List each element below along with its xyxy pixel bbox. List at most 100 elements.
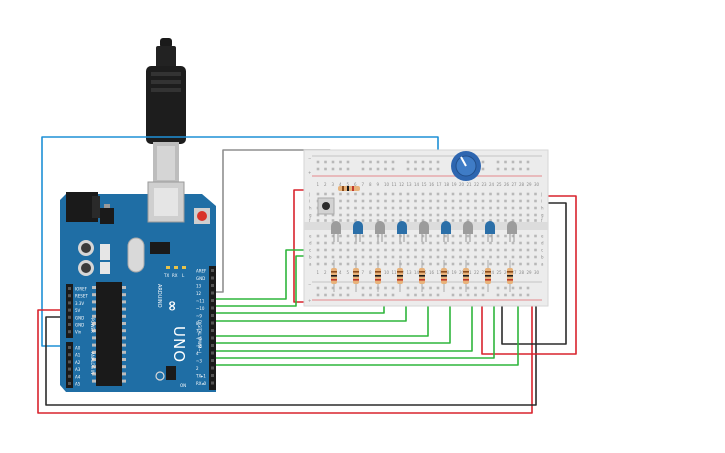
breadboard-hole[interactable] — [496, 219, 500, 222]
breadboard-hole[interactable] — [354, 255, 357, 259]
rail-hole[interactable] — [369, 293, 372, 297]
breadboard-hole[interactable] — [474, 234, 477, 238]
breadboard-hole[interactable] — [436, 248, 440, 252]
breadboard-hole[interactable] — [361, 219, 365, 222]
breadboard-hole[interactable] — [489, 262, 492, 266]
breadboard-hole[interactable] — [466, 241, 470, 245]
digital-pin[interactable] — [211, 374, 214, 377]
breadboard-hole[interactable] — [339, 248, 342, 252]
breadboard-hole[interactable] — [406, 241, 410, 245]
breadboard-hole[interactable] — [526, 248, 530, 252]
breadboard-hole[interactable] — [466, 199, 470, 203]
breadboard-hole[interactable] — [414, 206, 417, 210]
breadboard-hole[interactable] — [466, 213, 470, 217]
breadboard-hole[interactable] — [361, 192, 365, 196]
breadboard-hole[interactable] — [436, 241, 440, 245]
breadboard-hole[interactable] — [519, 206, 522, 210]
breadboard-hole[interactable] — [459, 219, 462, 222]
breadboard-hole[interactable] — [384, 248, 387, 252]
rail-hole[interactable] — [346, 160, 350, 164]
rail-hole[interactable] — [339, 293, 342, 297]
breadboard-hole[interactable] — [354, 241, 357, 245]
wire-green-2[interactable] — [213, 292, 519, 366]
breadboard-hole[interactable] — [534, 248, 537, 252]
breadboard-hole[interactable] — [384, 262, 387, 266]
breadboard-hole[interactable] — [474, 241, 477, 245]
rail-hole[interactable] — [406, 286, 410, 290]
rail-hole[interactable] — [504, 160, 507, 164]
rail-hole[interactable] — [376, 167, 380, 171]
breadboard-hole[interactable] — [331, 241, 335, 245]
breadboard-hole[interactable] — [346, 192, 350, 196]
breadboard-hole[interactable] — [474, 219, 477, 222]
wire-green-3[interactable] — [213, 292, 495, 359]
breadboard-hole[interactable] — [451, 199, 455, 203]
rail-hole[interactable] — [466, 293, 470, 297]
rail-hole[interactable] — [436, 160, 440, 164]
breadboard-hole[interactable] — [496, 199, 500, 203]
breadboard-hole[interactable] — [534, 199, 537, 203]
rail-hole[interactable] — [429, 160, 432, 164]
breadboard-hole[interactable] — [474, 192, 477, 196]
breadboard-hole[interactable] — [481, 241, 485, 245]
breadboard-hole[interactable] — [399, 255, 402, 259]
breadboard-hole[interactable] — [519, 255, 522, 259]
breadboard-hole[interactable] — [429, 206, 432, 210]
rail-hole[interactable] — [369, 286, 372, 290]
rail-hole[interactable] — [429, 167, 432, 171]
breadboard-hole[interactable] — [421, 192, 425, 196]
rail-hole[interactable] — [376, 160, 380, 164]
breadboard-hole[interactable] — [436, 262, 440, 266]
breadboard-hole[interactable] — [481, 248, 485, 252]
breadboard-hole[interactable] — [451, 219, 455, 222]
breadboard-hole[interactable] — [444, 241, 447, 245]
rail-hole[interactable] — [324, 167, 327, 171]
breadboard-hole[interactable] — [421, 199, 425, 203]
breadboard-hole[interactable] — [361, 234, 365, 238]
breadboard-hole[interactable] — [451, 241, 455, 245]
breadboard-hole[interactable] — [459, 248, 462, 252]
breadboard-hole[interactable] — [459, 234, 462, 238]
breadboard-hole[interactable] — [421, 219, 425, 222]
breadboard-hole[interactable] — [511, 213, 515, 217]
rail-hole[interactable] — [391, 286, 395, 290]
breadboard-hole[interactable] — [489, 241, 492, 245]
breadboard-hole[interactable] — [511, 255, 515, 259]
breadboard-hole[interactable] — [489, 213, 492, 217]
breadboard-hole[interactable] — [474, 213, 477, 217]
breadboard-hole[interactable] — [376, 255, 380, 259]
breadboard-hole[interactable] — [534, 213, 537, 217]
power-pin[interactable] — [68, 330, 71, 334]
breadboard-hole[interactable] — [316, 234, 320, 238]
rail-hole[interactable] — [324, 160, 327, 164]
breadboard-hole[interactable] — [339, 213, 342, 217]
breadboard-hole[interactable] — [451, 255, 455, 259]
digital-pin[interactable] — [211, 306, 214, 310]
breadboard-hole[interactable] — [504, 219, 507, 222]
breadboard-hole[interactable] — [399, 241, 402, 245]
breadboard-hole[interactable] — [526, 199, 530, 203]
breadboard-hole[interactable] — [481, 262, 485, 266]
breadboard-hole[interactable] — [429, 213, 432, 217]
breadboard-hole[interactable] — [511, 241, 515, 245]
breadboard-hole[interactable] — [361, 262, 365, 266]
breadboard-hole[interactable] — [421, 248, 425, 252]
rail-hole[interactable] — [511, 293, 515, 297]
analog-pin[interactable] — [68, 382, 71, 385]
breadboard-hole[interactable] — [346, 255, 350, 259]
wire-green-6[interactable] — [213, 292, 429, 337]
breadboard-hole[interactable] — [496, 206, 500, 210]
breadboard-hole[interactable] — [496, 262, 500, 266]
breadboard-hole[interactable] — [384, 241, 387, 245]
breadboard-hole[interactable] — [429, 199, 432, 203]
breadboard-hole[interactable] — [414, 248, 417, 252]
breadboard-hole[interactable] — [331, 255, 335, 259]
rail-hole[interactable] — [436, 293, 440, 297]
breadboard-hole[interactable] — [421, 262, 425, 266]
breadboard-hole[interactable] — [346, 206, 350, 210]
rail-hole[interactable] — [451, 286, 455, 290]
breadboard-hole[interactable] — [504, 262, 507, 266]
breadboard-hole[interactable] — [414, 213, 417, 217]
breadboard-hole[interactable] — [519, 219, 522, 222]
wire-green-5[interactable] — [213, 292, 451, 344]
